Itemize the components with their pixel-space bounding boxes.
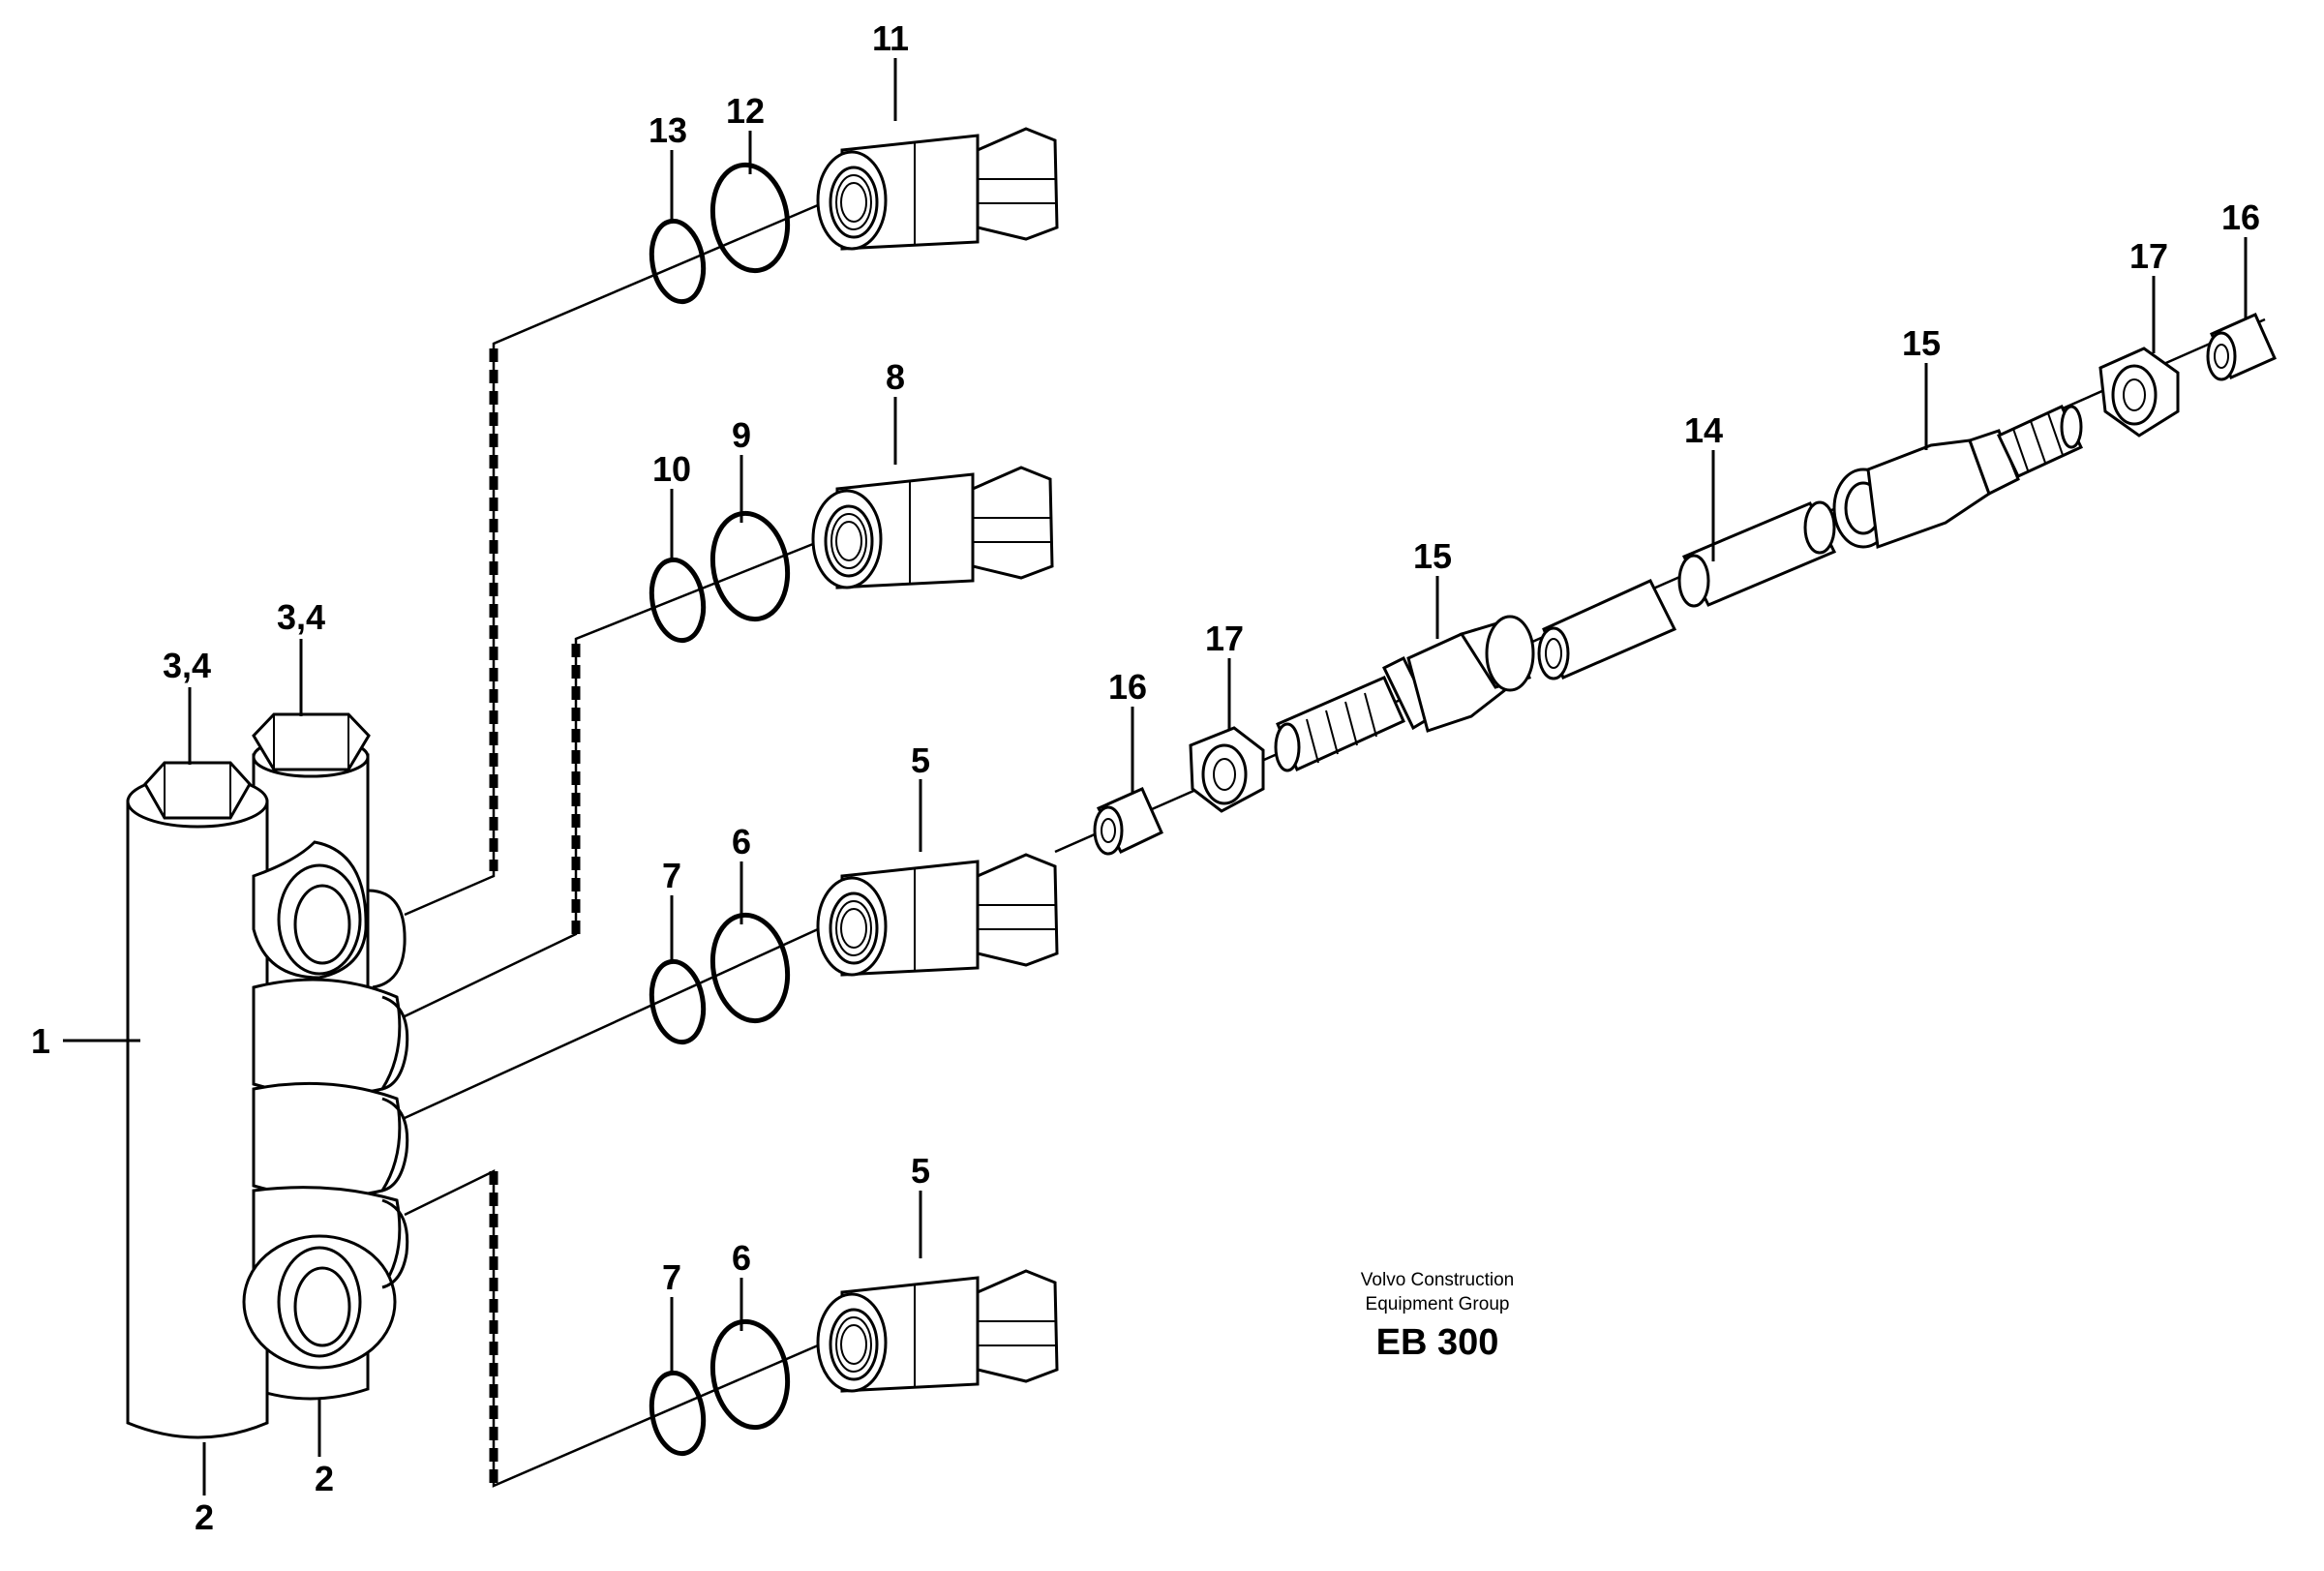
publisher-caption: Volvo Construction Equipment Group EB 30… bbox=[1336, 1268, 1539, 1365]
callout-17-upper: 17 bbox=[2129, 236, 2168, 276]
fitting-5-middle bbox=[816, 853, 1059, 977]
fitting-8 bbox=[811, 466, 1054, 589]
callout-12: 12 bbox=[726, 91, 765, 131]
publisher-line-1: Volvo Construction bbox=[1360, 1270, 1515, 1290]
fitting-5-bottom bbox=[816, 1269, 1059, 1393]
callout-6-middle: 6 bbox=[732, 822, 751, 861]
callout-3-4-rear: 3,4 bbox=[277, 597, 325, 637]
oring-12 bbox=[705, 159, 796, 277]
oring-10 bbox=[646, 556, 709, 645]
callout-5-bottom: 5 bbox=[911, 1151, 930, 1191]
callout-17-lower: 17 bbox=[1205, 619, 1244, 658]
callout-1: 1 bbox=[31, 1021, 50, 1061]
nut-17-upper bbox=[2098, 347, 2180, 438]
union-15-upper bbox=[1832, 405, 2084, 550]
publisher-line-2: Equipment Group bbox=[1365, 1294, 1510, 1314]
callout-10: 10 bbox=[652, 449, 691, 489]
callout-15-upper: 15 bbox=[1902, 323, 1941, 363]
sleeve-16-lower bbox=[1093, 787, 1163, 856]
leader-lines bbox=[63, 58, 2248, 1495]
diagram-code: EB 300 bbox=[1375, 1322, 1499, 1363]
fitting-11 bbox=[816, 127, 1059, 251]
callout-labels: 1 2 2 3,4 3,4 5 5 6 6 7 7 8 9 10 11 12 1… bbox=[31, 18, 2260, 1537]
callout-13: 13 bbox=[649, 110, 687, 150]
tube-14 bbox=[1537, 500, 1837, 680]
callout-2-rear: 2 bbox=[315, 1459, 334, 1498]
connection-lines bbox=[404, 203, 2266, 1488]
callout-8: 8 bbox=[886, 357, 905, 397]
callout-16-upper: 16 bbox=[2221, 197, 2260, 237]
sleeve-16-upper bbox=[2206, 313, 2277, 381]
union-15-lower bbox=[1274, 615, 1535, 772]
callout-9: 9 bbox=[732, 415, 751, 455]
oring-13 bbox=[646, 217, 709, 306]
callout-2-front: 2 bbox=[195, 1497, 214, 1537]
callout-5-middle: 5 bbox=[911, 740, 930, 780]
nut-17-lower bbox=[1189, 726, 1265, 813]
callout-16-lower: 16 bbox=[1108, 667, 1147, 707]
callout-3-4-front: 3,4 bbox=[163, 646, 211, 685]
oring-9 bbox=[705, 507, 796, 625]
oring-7-bottom bbox=[646, 1369, 709, 1458]
callout-14: 14 bbox=[1684, 410, 1723, 450]
callout-7-bottom: 7 bbox=[662, 1257, 681, 1297]
callout-7-middle: 7 bbox=[662, 856, 681, 895]
dashed-segments bbox=[489, 348, 581, 1486]
callout-6-bottom: 6 bbox=[732, 1238, 751, 1278]
manifold-block bbox=[126, 712, 409, 1439]
callout-11: 11 bbox=[872, 18, 909, 58]
oring-7-middle bbox=[646, 957, 709, 1046]
oring-6-middle bbox=[705, 909, 796, 1027]
callout-15-lower: 15 bbox=[1413, 536, 1452, 576]
